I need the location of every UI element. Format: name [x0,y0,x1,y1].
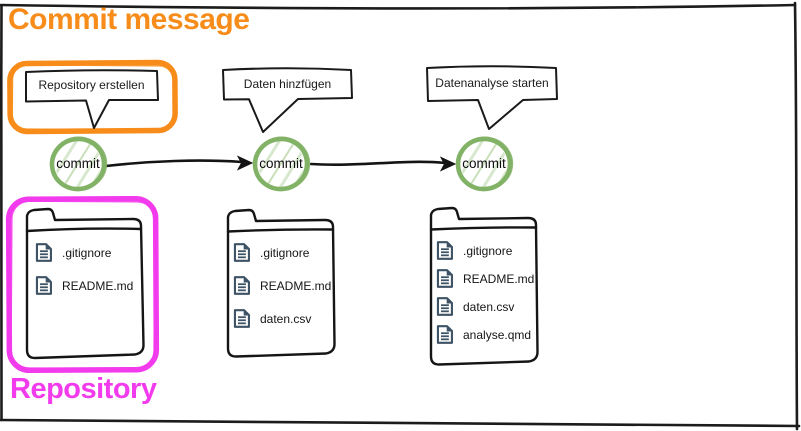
document-icon [33,275,54,296]
document-icon [434,296,455,317]
document-icon [231,242,252,263]
file-name: README.md [260,278,332,293]
arrow-commit1-commit2 [104,159,244,168]
repository-heading: Repository [10,373,157,405]
commit-message-heading: Commit message [8,3,250,36]
highlight-repository-box [5,195,160,374]
file-row: .gitignore [33,242,111,263]
bubble-label-repository-erstellen: Repository erstellen [38,78,145,92]
commit-circle-3 [455,136,514,192]
file-name: analyse.qmd [463,327,532,342]
file-row: .gitignore [231,242,309,263]
file-row: README.md [33,275,133,296]
highlight-commit-message-box [7,59,178,135]
file-row: daten.csv [231,308,311,329]
speech-bubble-datenanalyse-starten [426,65,558,130]
arrowhead-2 [439,156,457,172]
arrow-commit2-commit3 [309,160,447,166]
file-name: README.md [62,278,134,293]
file-row: analyse.qmd [434,324,531,345]
commit-circle-1 [49,136,108,192]
file-row: .gitignore [434,240,512,261]
speech-bubble-repository-erstellen [25,69,159,129]
commit-node-label-3: commit [462,156,506,171]
file-row: README.md [231,275,331,296]
document-icon [434,268,455,289]
file-name: .gitignore [260,245,310,260]
arrowhead-1 [236,155,254,171]
file-row: daten.csv [434,296,514,317]
bubble-label-datenanalyse-starten: Datenanalyse starten [435,76,549,90]
folder-1 [25,207,145,360]
bubble-label-daten-hinzfuegen: Daten hinzfügen [243,77,332,91]
folder-2 [226,208,336,358]
commit-arrows [104,155,457,172]
file-name: README.md [463,271,535,286]
file-row: README.md [434,268,534,289]
document-icon [434,324,455,345]
file-name: daten.csv [260,311,312,326]
commit-node-label-2: commit [259,156,303,171]
document-icon [231,275,252,296]
speech-bubble-daten-hinzfuegen [222,67,353,133]
document-icon [231,308,252,329]
commit-circle-2 [252,136,311,192]
file-name: daten.csv [463,299,515,314]
file-name: .gitignore [463,243,513,258]
file-name: .gitignore [62,245,112,260]
document-icon [33,242,54,263]
document-icon [434,240,455,261]
folder-3 [429,206,539,366]
commit-node-label-1: commit [56,156,100,171]
